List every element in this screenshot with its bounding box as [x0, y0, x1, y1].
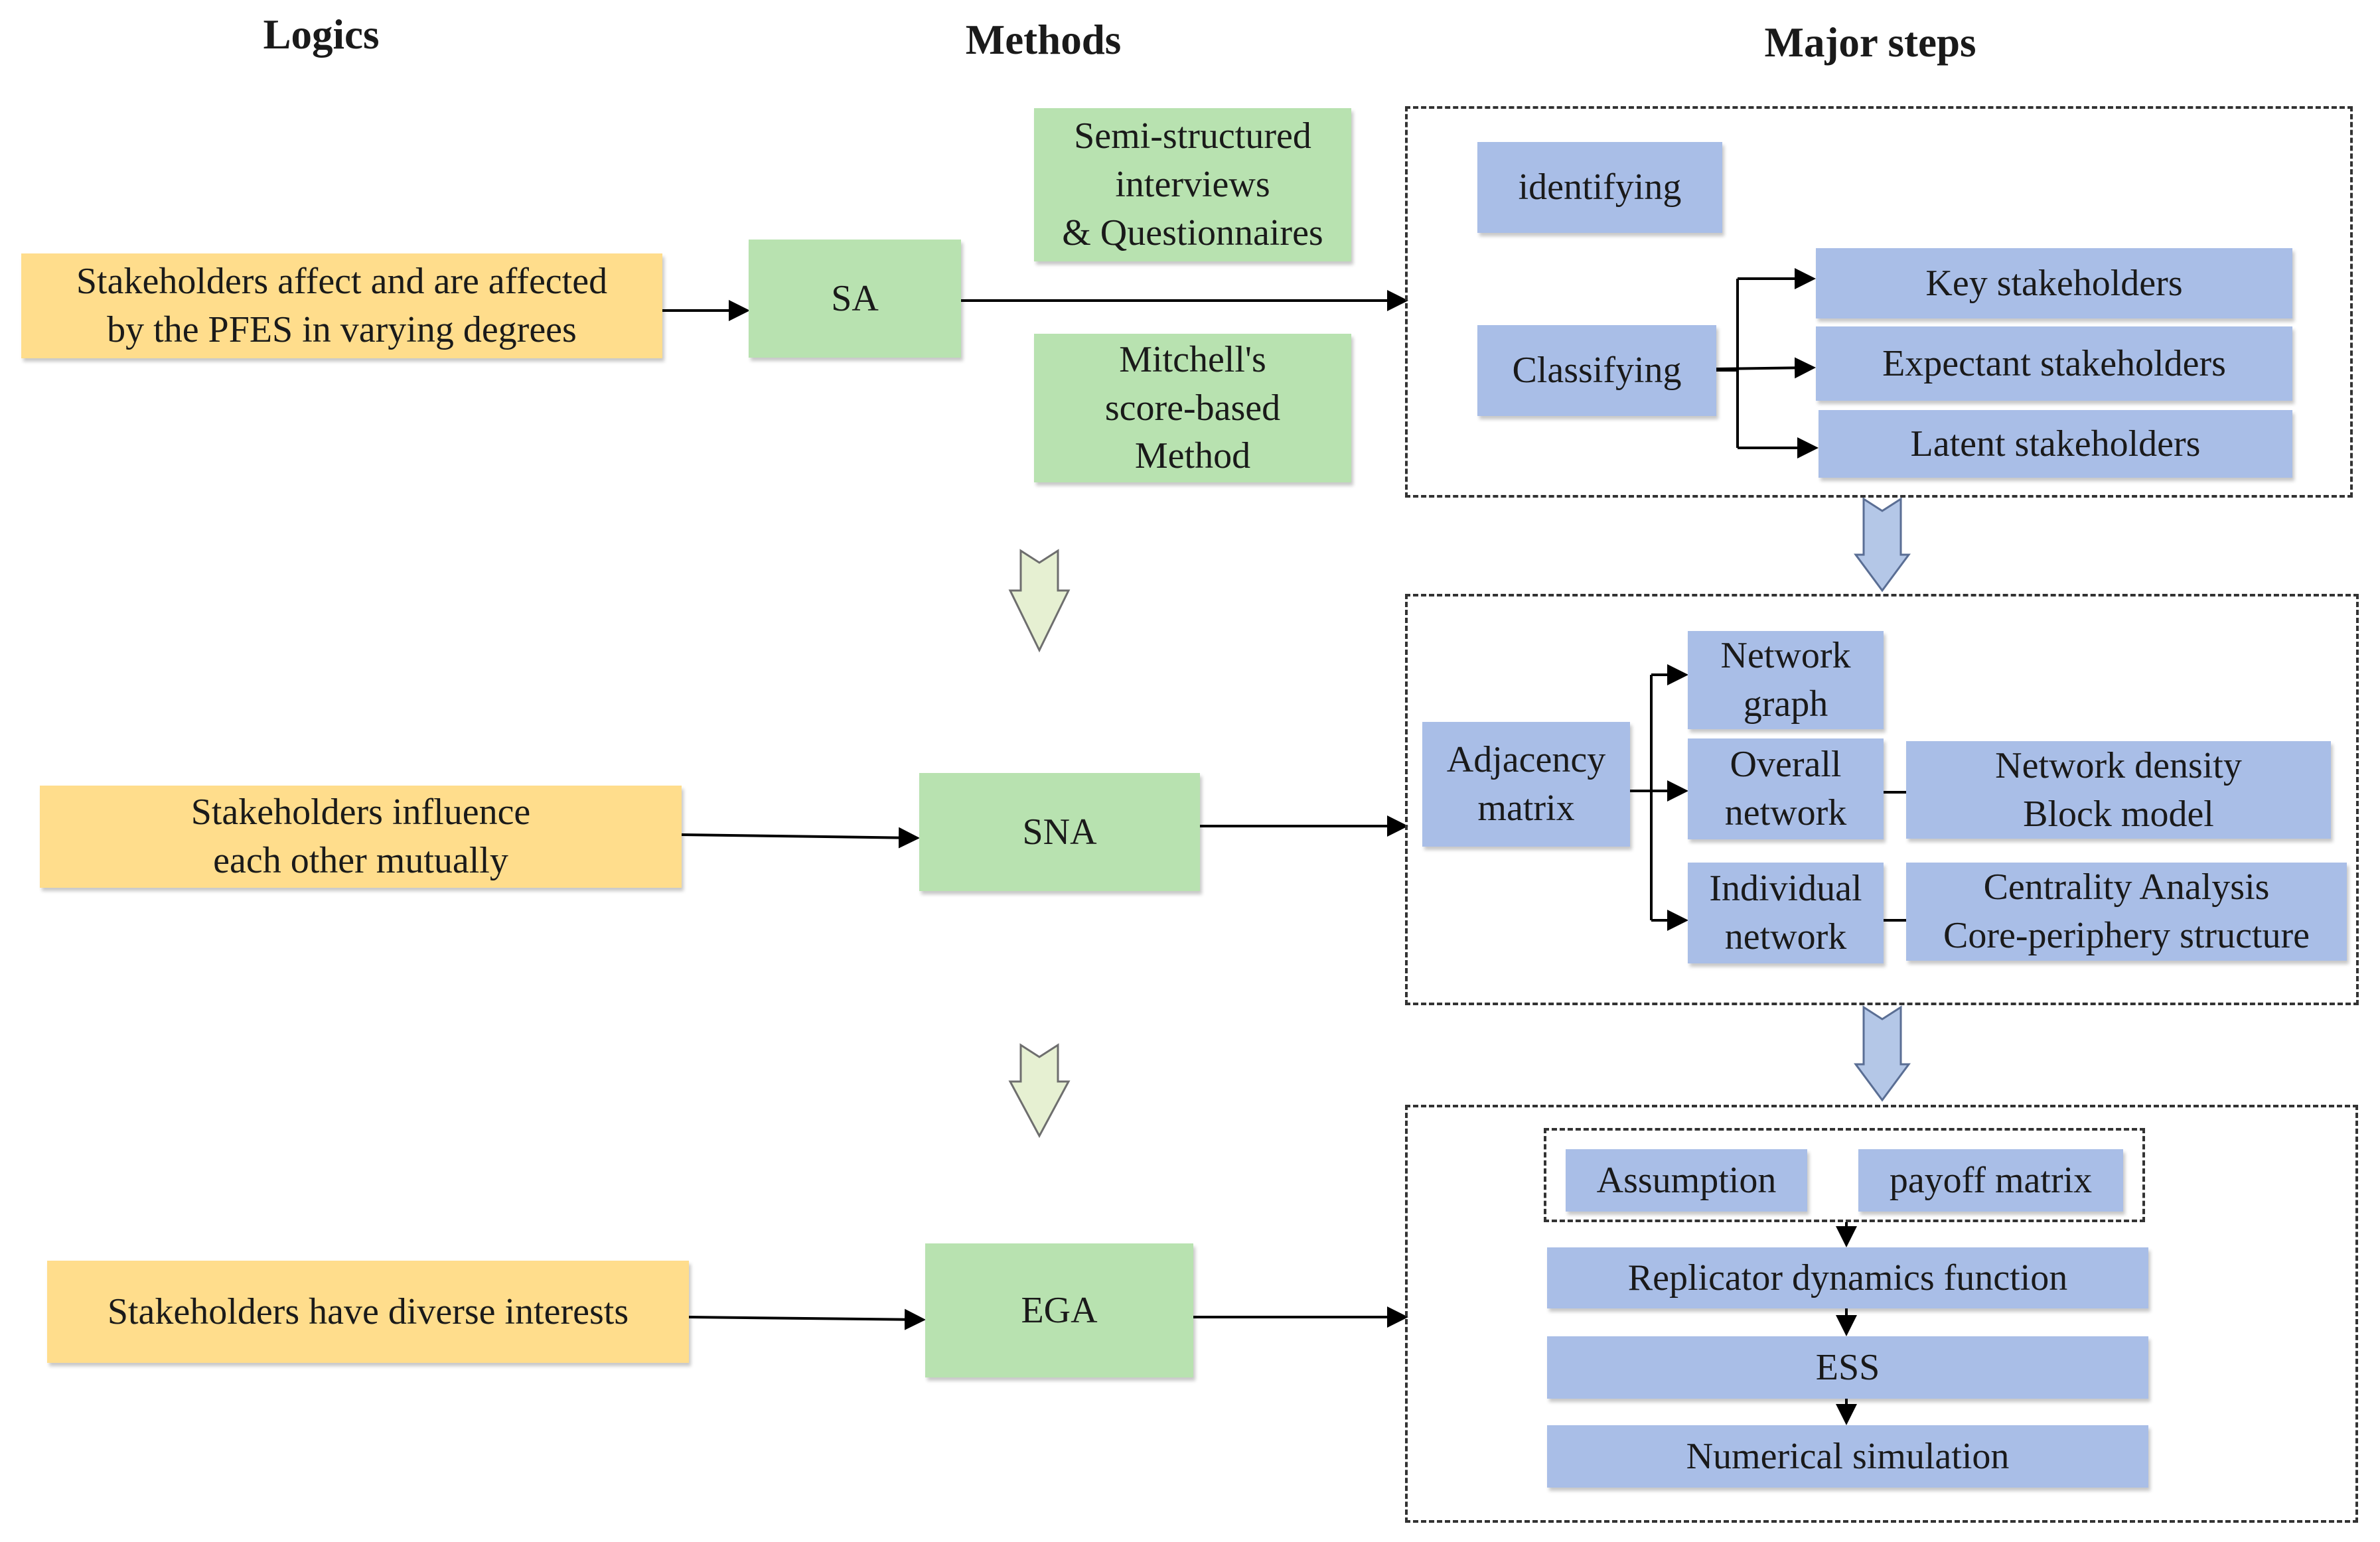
step-expectant-stakeholders: Expectant stakeholders — [1816, 326, 2292, 401]
steps-group-ega — [1405, 1105, 2358, 1523]
header-major-steps: Major steps — [1764, 19, 1976, 66]
down-arrow-sna-to-ega — [1008, 1043, 1071, 1139]
logic-sa: Stakeholders affect and are affected by … — [21, 253, 662, 358]
header-methods: Methods — [965, 17, 1122, 63]
arrow-logic-to-sna — [681, 827, 920, 849]
step-payoff-matrix: payoff matrix — [1858, 1149, 2123, 1212]
step-adjacency-matrix: Adjacency matrix — [1422, 722, 1630, 847]
method-mitchell: Mitchell's score-based Method — [1034, 334, 1351, 482]
method-sa: SA — [749, 240, 961, 358]
header-logics: Logics — [263, 11, 380, 58]
ega-assumption-subgroup — [1544, 1128, 2145, 1222]
logic-sna: Stakeholders influence each other mutual… — [40, 786, 682, 888]
step-centrality-analysis: Centrality Analysis Core-periphery struc… — [1906, 863, 2347, 961]
method-interviews: Semi-structured interviews & Questionnai… — [1034, 108, 1351, 261]
step-classifying: Classifying — [1477, 325, 1716, 416]
branch-to-expectant — [1716, 357, 1816, 379]
method-ega: EGA — [925, 1243, 1193, 1377]
step-numerical-simulation: Numerical simulation — [1547, 1425, 2148, 1488]
method-sna: SNA — [919, 773, 1200, 891]
step-overall-network: Overall network — [1688, 738, 1884, 839]
step-latent-stakeholders: Latent stakeholders — [1819, 410, 2292, 478]
logic-ega: Stakeholders have diverse interests — [47, 1261, 689, 1363]
steps-group-sna — [1405, 594, 2359, 1005]
down-arrow-steps-sna-to-ega — [1854, 1005, 1911, 1102]
step-key-stakeholders: Key stakeholders — [1816, 248, 2292, 318]
down-arrow-sa-to-sna — [1008, 549, 1071, 653]
arrow-logic-to-ega — [688, 1308, 926, 1330]
step-identifying: identifying — [1477, 142, 1722, 233]
step-replicator-dynamics: Replicator dynamics function — [1547, 1247, 2148, 1308]
step-individual-network: Individual network — [1688, 863, 1884, 963]
step-ess: ESS — [1547, 1336, 2148, 1399]
steps-group-sa — [1405, 106, 2353, 498]
step-assumption: Assumption — [1566, 1149, 1807, 1212]
step-network-graph: Network graph — [1688, 631, 1884, 729]
step-network-density: Network density Block model — [1906, 741, 2331, 839]
down-arrow-steps-sa-to-sna — [1854, 497, 1911, 593]
